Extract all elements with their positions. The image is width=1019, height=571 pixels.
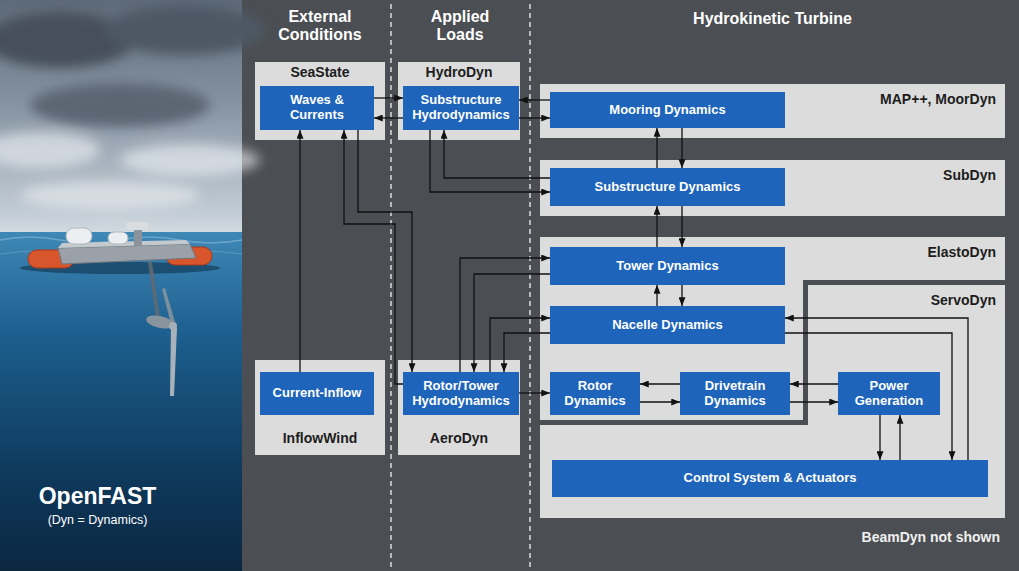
- buoyancy-tank: [66, 228, 92, 244]
- module-name: MAP++, MoorDyn: [880, 92, 996, 107]
- box-label: Substructure Hydrodynamics: [407, 93, 515, 123]
- column-divider: [390, 4, 391, 567]
- buoyancy-tank: [108, 232, 128, 244]
- cloud: [120, 144, 260, 176]
- turbine-hub: [169, 322, 177, 330]
- module-name: SubDyn: [943, 168, 996, 183]
- box-label: Current-Inflow: [273, 386, 362, 401]
- dark-ground: [242, 0, 1019, 571]
- process-box: Rotor/Tower Hydrodynamics: [403, 372, 519, 415]
- caption-note: (Dyn = Dynamics): [15, 513, 180, 527]
- process-box: Rotor Dynamics: [550, 372, 640, 415]
- cloud: [30, 83, 210, 127]
- process-box: Control System & Actuators: [552, 460, 988, 497]
- module-name: SeaState: [290, 65, 349, 80]
- module-name: ServoDyn: [931, 293, 996, 308]
- box-label: Nacelle Dynamics: [612, 318, 723, 333]
- connector-arrow: [344, 130, 403, 384]
- box-label: Power Generation: [842, 379, 936, 409]
- panel-shape: [540, 285, 1005, 518]
- process-box: Nacelle Dynamics: [550, 306, 785, 344]
- cloud: [20, 181, 200, 209]
- box-label: Rotor Dynamics: [554, 379, 636, 409]
- module-panel: AeroDyn Rotor/Tower Hydrodynamics: [398, 360, 520, 455]
- box-label: Drivetrain Dynamics: [684, 379, 786, 409]
- module-name: HydroDyn: [426, 65, 493, 80]
- turbine-blade: [170, 326, 177, 396]
- connector-arrow: [299, 130, 300, 372]
- module-panel: HydroDynSubstructure Hydrodynamics: [398, 62, 520, 140]
- process-box: Power Generation: [838, 372, 940, 415]
- mast-head: [126, 222, 148, 230]
- cloud: [105, 5, 265, 55]
- connector-arrow: [460, 258, 550, 372]
- clouds: [0, 5, 265, 209]
- module-panel: SeaStateWaves & Currents: [255, 62, 385, 140]
- process-box: Waves & Currents: [260, 86, 374, 130]
- column-heading: Hydrokinetic Turbine: [540, 10, 1005, 28]
- process-box: Drivetrain Dynamics: [680, 372, 790, 415]
- column-divider: [529, 4, 530, 567]
- connector-arrow: [474, 274, 550, 372]
- module-name: InflowWind: [283, 431, 358, 446]
- module-name: AeroDyn: [430, 431, 488, 446]
- box-label: Substructure Dynamics: [595, 180, 741, 195]
- connector-arrow: [358, 130, 412, 372]
- column-heading: External Conditions: [255, 8, 385, 45]
- module-panel: MAP++, MoorDynMooring Dynamics: [540, 84, 1005, 138]
- process-box: Mooring Dynamics: [550, 92, 785, 128]
- box-label: Tower Dynamics: [616, 259, 718, 274]
- box-label: Waves & Currents: [264, 93, 370, 123]
- sea: [0, 232, 242, 571]
- module-name: ElastoDyn: [928, 245, 996, 260]
- box-label: Rotor/Tower Hydrodynamics: [407, 379, 515, 409]
- caption-note: BeamDyn not shown: [760, 529, 1000, 545]
- column-heading: Applied Loads: [415, 8, 505, 45]
- module-panel: SubDynSubstructure Dynamics: [540, 160, 1005, 216]
- turbine-strut: [150, 262, 158, 318]
- module-panel: InflowWind Current-Inflow: [255, 360, 385, 455]
- box-label: Mooring Dynamics: [609, 103, 725, 118]
- caption-note: OpenFAST: [15, 483, 180, 509]
- turbine-blade: [162, 288, 175, 324]
- process-box: Substructure Hydrodynamics: [403, 86, 519, 130]
- cloud: [0, 132, 100, 168]
- box-label: Control System & Actuators: [684, 471, 857, 486]
- process-box: Tower Dynamics: [550, 247, 785, 285]
- process-box: Current-Inflow: [260, 372, 374, 415]
- process-box: Substructure Dynamics: [550, 168, 785, 206]
